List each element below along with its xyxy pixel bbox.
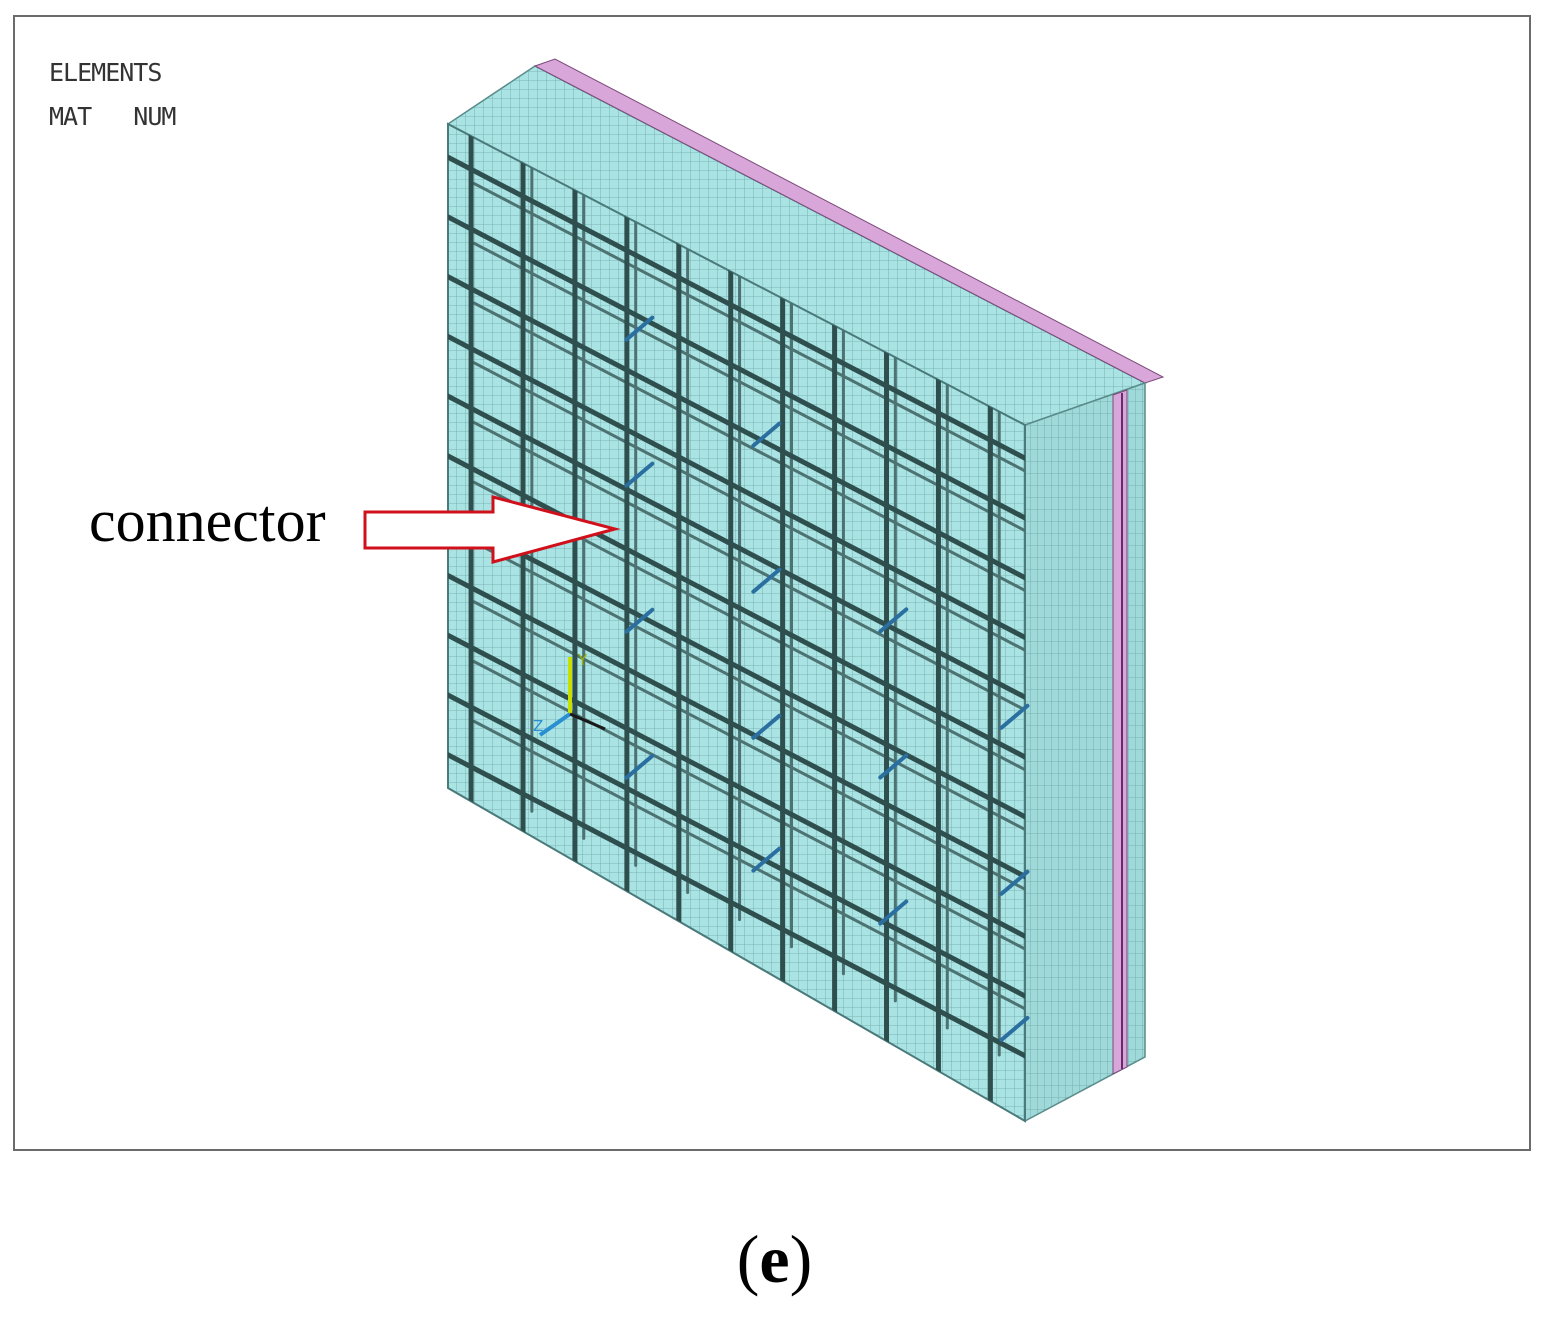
rebar-horizontal (448, 378, 1025, 715)
rebar-horizontal (448, 438, 1025, 775)
connector-link (624, 461, 655, 488)
axis-z-label: Z (533, 717, 543, 735)
rebar-horizontal-back (472, 719, 1025, 1054)
connector-link (751, 713, 782, 740)
wall-panel-model: Y Z (363, 58, 1165, 1123)
caption-close: ) (789, 1221, 813, 1297)
connector-label: connector (89, 488, 326, 554)
connector-link (999, 703, 1030, 730)
rebar-horizontal (448, 318, 1025, 656)
connector-link (999, 1015, 1030, 1042)
connector-link (999, 869, 1030, 896)
insulation-side-strip (1112, 389, 1128, 1075)
caption-open: ( (736, 1221, 760, 1297)
rebar-horizontal (448, 139, 1025, 476)
rebar-horizontal (448, 259, 1025, 596)
caption-letter: e (759, 1221, 790, 1297)
rebar-horizontal-back (472, 421, 1025, 756)
connector-link (751, 846, 782, 873)
connector-link (878, 899, 909, 926)
rebar-horizontal (448, 737, 1025, 1074)
rebar-horizontal (448, 677, 1025, 1014)
rebar-horizontal (448, 617, 1025, 954)
rebar-horizontal-back (472, 241, 1025, 576)
rebar-grid (448, 124, 1025, 1107)
legend-subtitle: MAT NUM (49, 102, 176, 131)
figure-caption: (e) (0, 1220, 1549, 1299)
connector-link (751, 421, 782, 448)
legend: ELEMENTS MAT NUM (49, 51, 176, 139)
legend-title: ELEMENTS (49, 58, 162, 87)
connector-link (878, 607, 909, 634)
rebar-horizontal (448, 557, 1025, 895)
connector-link (624, 753, 655, 780)
rebar-horizontal-back (472, 600, 1025, 935)
graphics-viewport: ELEMENTS MAT NUM (13, 15, 1531, 1151)
rebar-horizontal-back (472, 361, 1025, 696)
coordinate-triad-icon: Y Z (533, 651, 606, 737)
rebar-horizontal (448, 498, 1025, 835)
connector-group (624, 315, 1030, 1042)
connector-link (624, 315, 655, 342)
front-face (447, 122, 1026, 1123)
connector-link (751, 567, 782, 594)
rebar-horizontal-back (472, 182, 1025, 517)
axis-y-label: Y (577, 651, 588, 669)
rebar-horizontal (448, 199, 1025, 536)
rebar-horizontal-back (472, 540, 1025, 875)
insulation-top-strip (533, 58, 1165, 384)
callout-arrow-icon (363, 495, 621, 564)
connector-link (624, 607, 655, 634)
rebar-horizontal-back (472, 301, 1025, 636)
connector-link (878, 753, 909, 780)
